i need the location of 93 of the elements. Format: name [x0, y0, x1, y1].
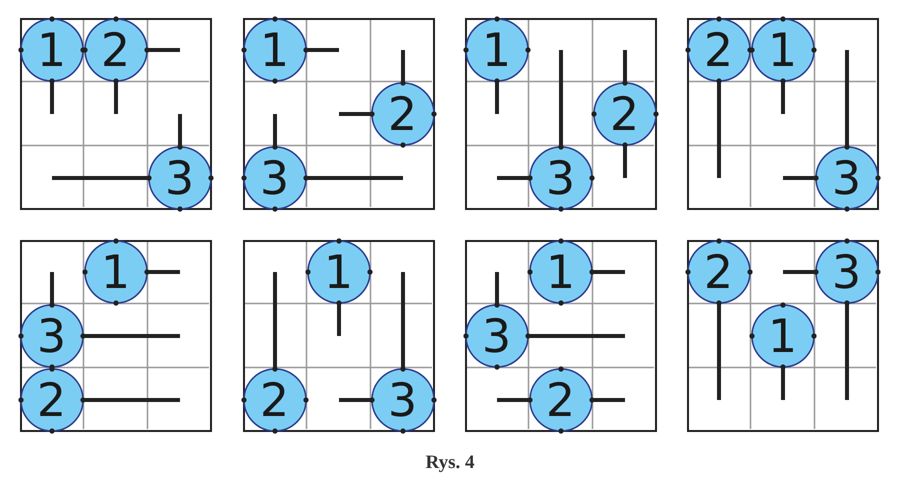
stick-line [497, 398, 529, 402]
stick-line [781, 368, 785, 400]
digit-label: 1 [480, 26, 512, 72]
stick-line [717, 82, 721, 178]
number-circle [592, 82, 656, 146]
digit-label: 2 [258, 376, 290, 422]
number-circle [84, 18, 148, 82]
stick-line [845, 50, 849, 146]
number-circle [242, 368, 306, 432]
digit-label: 1 [544, 248, 576, 294]
number-circle [84, 240, 148, 304]
grid-panel [20, 18, 212, 210]
number-circle [686, 18, 750, 82]
digit-label: 1 [766, 26, 798, 72]
number-circle [464, 18, 528, 82]
stick-line [307, 176, 403, 180]
stick-line [783, 270, 815, 274]
digit-label: 3 [830, 154, 862, 200]
stick-line [529, 334, 625, 338]
grid-panel [687, 240, 879, 432]
digit-label: 2 [702, 26, 734, 72]
number-circle [370, 368, 434, 432]
number-circle [750, 304, 814, 368]
number-circle [20, 368, 84, 432]
grid-panel [465, 240, 657, 432]
digit-label: 2 [608, 90, 640, 136]
stick-line [84, 334, 180, 338]
stick-line [845, 304, 849, 400]
digit-label: 3 [480, 312, 512, 358]
digit-label: 3 [386, 376, 418, 422]
stick-line [559, 50, 563, 146]
digit-label: 2 [100, 26, 132, 72]
digit-label: 1 [766, 312, 798, 358]
stick-line [84, 398, 180, 402]
stick-line [114, 82, 118, 114]
stick-line [623, 50, 627, 82]
number-circle [814, 240, 878, 304]
stick-line [781, 82, 785, 114]
stick-line [148, 270, 180, 274]
grid-panel [465, 18, 657, 210]
stick-line [50, 82, 54, 114]
digit-label: 1 [322, 248, 354, 294]
stick-line [178, 114, 182, 146]
grid-panel [243, 240, 435, 432]
stick-line [337, 304, 341, 336]
stick-line [497, 176, 529, 180]
stick-line [783, 176, 815, 180]
stick-line [52, 176, 148, 180]
grid-panel [20, 240, 212, 432]
digit-label: 2 [702, 248, 734, 294]
stick-line [495, 272, 499, 304]
number-circle [148, 146, 212, 210]
number-circle [528, 368, 592, 432]
stick-line [401, 50, 405, 82]
stick-line [339, 398, 371, 402]
stick-line [623, 146, 627, 178]
stick-line [273, 114, 277, 146]
digit-label: 3 [36, 312, 68, 358]
number-circle [750, 18, 814, 82]
number-circle [464, 304, 528, 368]
grid-panel [243, 18, 435, 210]
digit-label: 1 [100, 248, 132, 294]
number-circle [242, 146, 306, 210]
digit-label: 2 [36, 376, 68, 422]
stick-line [273, 272, 277, 368]
stick-line [50, 272, 54, 304]
number-circle [814, 146, 878, 210]
stick-line [401, 272, 405, 368]
stick-line [307, 48, 339, 52]
number-circle [242, 18, 306, 82]
figure-caption: Rys. 4 [426, 452, 474, 473]
digit-label: 3 [544, 154, 576, 200]
digit-label: 3 [164, 154, 196, 200]
number-circle [20, 18, 84, 82]
number-circle [528, 240, 592, 304]
digit-label: 3 [258, 154, 290, 200]
stick-line [593, 270, 625, 274]
digit-label: 3 [830, 248, 862, 294]
stick-line [717, 304, 721, 400]
stick-line [495, 82, 499, 114]
stick-line [593, 398, 625, 402]
stick-line [339, 112, 371, 116]
number-circle [528, 146, 592, 210]
number-circle [306, 240, 370, 304]
stick-line [148, 48, 180, 52]
number-circle [20, 304, 84, 368]
grid-panel [687, 18, 879, 210]
number-circle [686, 240, 750, 304]
digit-label: 1 [258, 26, 290, 72]
digit-label: 1 [36, 26, 68, 72]
digit-label: 2 [386, 90, 418, 136]
digit-label: 2 [544, 376, 576, 422]
number-circle [370, 82, 434, 146]
